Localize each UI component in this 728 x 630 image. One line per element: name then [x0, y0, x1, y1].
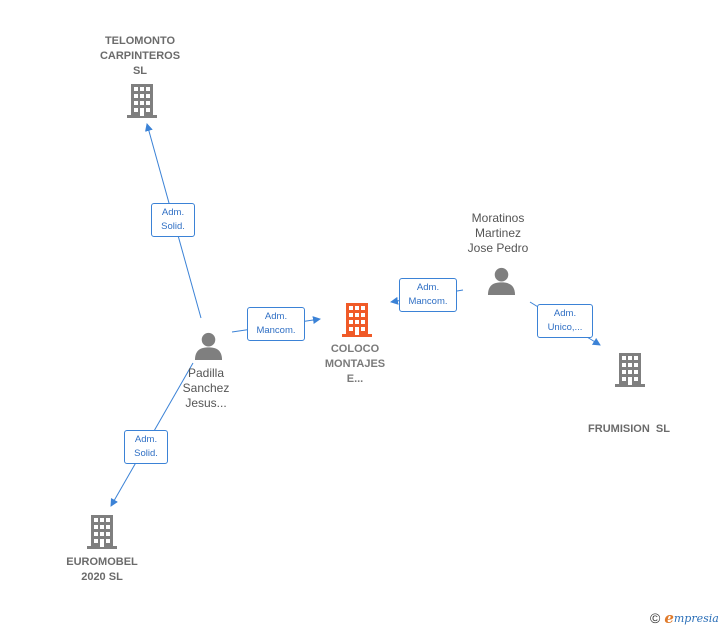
- label-line: CARPINTEROS: [99, 50, 181, 62]
- relation-label-moratinos-frumision[interactable]: Adm. Unico,...: [537, 304, 593, 338]
- copyright-icon: ©: [650, 610, 661, 626]
- node-euromobel-label[interactable]: EUROMOBEL 2020 SL: [50, 555, 154, 585]
- building-icon[interactable]: [615, 353, 645, 387]
- node-moratinos-label[interactable]: Moratinos Martinez Jose Pedro: [452, 211, 544, 256]
- label-line: Martinez: [474, 226, 521, 240]
- brand-logo-initial: e: [664, 609, 674, 627]
- label-line: EUROMOBEL: [66, 556, 138, 568]
- node-padilla-label[interactable]: Padilla Sanchez Jesus...: [160, 366, 252, 411]
- label-line: Jesus...: [185, 396, 227, 410]
- person-icon[interactable]: [194, 332, 223, 360]
- person-icon[interactable]: [487, 267, 516, 295]
- label-line: E...: [346, 373, 364, 385]
- relation-line: Mancom.: [408, 296, 448, 307]
- relation-line: Solid.: [161, 221, 185, 232]
- relation-label-padilla-telomonto[interactable]: Adm. Solid.: [151, 203, 195, 237]
- relation-line: Adm.: [161, 207, 185, 218]
- relation-line: Mancom.: [256, 325, 296, 336]
- relation-label-moratinos-coloco[interactable]: Adm. Mancom.: [399, 278, 457, 312]
- relation-line: Adm.: [134, 434, 158, 445]
- relation-line: Adm.: [264, 311, 288, 322]
- label-line: Padilla: [187, 366, 225, 380]
- node-frumision-label[interactable]: FRUMISION SL: [570, 392, 688, 452]
- building-icon[interactable]: [342, 303, 372, 337]
- relation-label-padilla-coloco[interactable]: Adm. Mancom.: [247, 307, 305, 341]
- relation-line: Unico,...: [547, 322, 583, 333]
- label-line: Jose Pedro: [467, 241, 529, 255]
- building-icon[interactable]: [87, 515, 117, 549]
- label-line: MONTAJES: [324, 358, 386, 370]
- building-icon[interactable]: [127, 84, 157, 118]
- relation-label-padilla-euromobel[interactable]: Adm. Solid.: [124, 430, 168, 464]
- relation-line: Adm.: [553, 308, 577, 319]
- node-coloco-label[interactable]: COLOCO MONTAJES E...: [305, 342, 405, 387]
- label-line: SL: [132, 65, 148, 77]
- label-line: TELOMONTO: [104, 35, 176, 47]
- node-telomonto-label[interactable]: TELOMONTO CARPINTEROS SL: [80, 34, 200, 79]
- brand-watermark[interactable]: © e mpresia: [650, 609, 719, 627]
- label-line: Sanchez: [182, 381, 230, 395]
- label-line: 2020 SL: [81, 571, 123, 583]
- brand-name: mpresia: [673, 611, 719, 625]
- label-line: COLOCO: [330, 343, 380, 355]
- relation-line: Adm.: [416, 282, 440, 293]
- label-line: Moratinos: [471, 211, 525, 225]
- relation-line: Solid.: [134, 448, 158, 459]
- label-line: FRUMISION SL: [588, 423, 670, 435]
